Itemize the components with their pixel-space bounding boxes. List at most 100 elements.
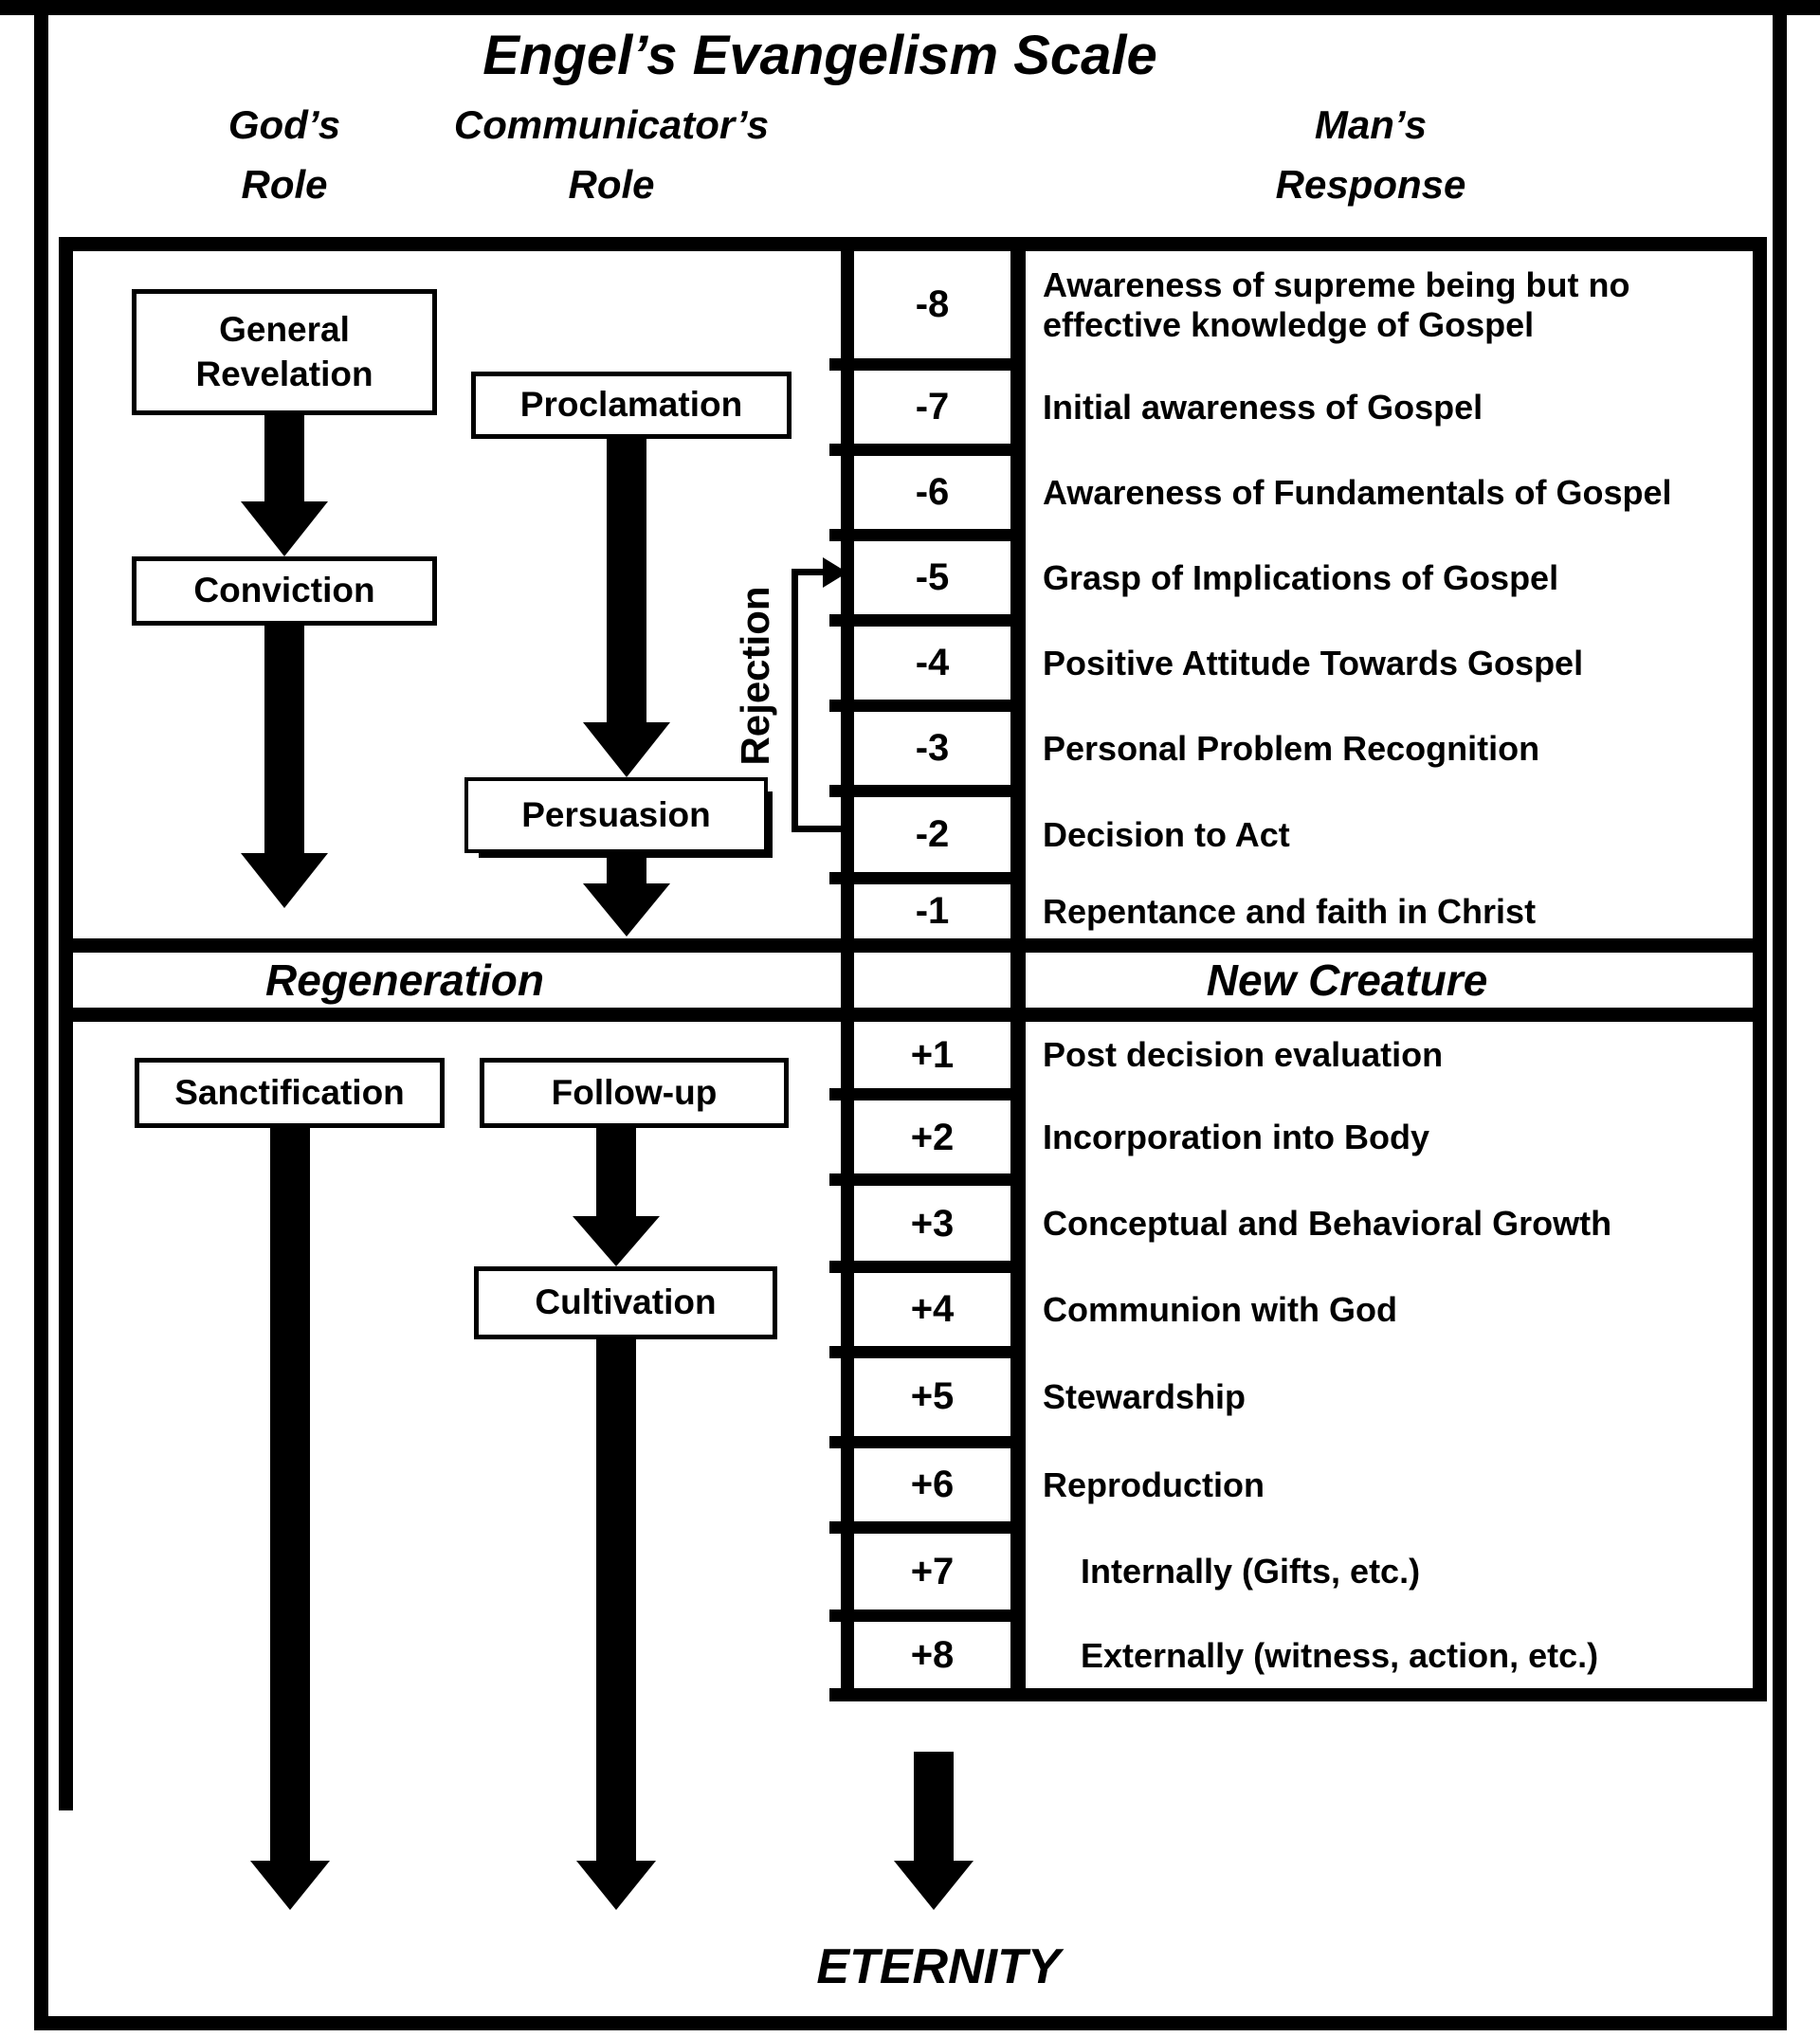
scale-value: +5 (910, 1375, 955, 1417)
regeneration-band-bottom-line (59, 1008, 1767, 1022)
column-header-gods-role: God’s Role (137, 95, 431, 214)
scale-value: +7 (910, 1550, 955, 1592)
regeneration-band: Regeneration (265, 955, 544, 1005)
header-line: Role (241, 162, 328, 207)
conviction-label: Conviction (193, 571, 375, 610)
scale-description: Reproduction (1043, 1464, 1265, 1504)
header-line: God’s (228, 102, 341, 147)
column-header-communicators-role: Communicator’s Role (389, 95, 834, 214)
follow-up-box: Follow-up (480, 1058, 789, 1128)
header-line: Role (568, 162, 655, 207)
scale-description: Repentance and faith in Christ (1043, 891, 1537, 931)
general-revelation-label-line2: Revelation (195, 354, 373, 393)
down-arrowhead-icon (583, 722, 670, 777)
down-arrowhead-icon (241, 501, 328, 556)
scale-separator (829, 1521, 1024, 1534)
scale-description: Awareness of Fundamentals of Gospel (1043, 472, 1672, 512)
scale-separator (829, 358, 1024, 371)
down-arrowhead-icon (241, 853, 328, 908)
scale-bottom-line (829, 1688, 1767, 1701)
proclamation-label: Proclamation (519, 385, 743, 425)
rejection-bracket-bottom (794, 826, 850, 832)
rejection-label: Rejection (733, 586, 777, 766)
sanctification-label: Sanctification (174, 1072, 405, 1112)
scale-separator (829, 444, 1024, 456)
down-arrowhead-icon (573, 1216, 660, 1266)
scale-separator (829, 1436, 1024, 1448)
content-right-line (1753, 237, 1767, 1701)
down-arrow-icon (596, 1339, 636, 1861)
scale-description: Conceptual and Behavioral Growth (1043, 1204, 1612, 1244)
scale-value: -3 (915, 727, 950, 769)
persuasion-label: Persuasion (521, 794, 711, 834)
down-arrowhead-icon (583, 883, 670, 937)
scale-separator (829, 785, 1024, 797)
down-arrow-icon (264, 415, 304, 501)
down-arrow-icon (607, 853, 646, 883)
cultivation-label: Cultivation (535, 1282, 717, 1322)
down-arrow-icon (264, 626, 304, 853)
scale-value: -8 (915, 283, 950, 325)
scale-separator (829, 614, 1024, 627)
sanctification-box: Sanctification (135, 1058, 445, 1128)
scale-column-left-line (841, 237, 854, 1701)
header-line: Man’s (1314, 102, 1428, 147)
rejection-bracket-top (798, 569, 823, 575)
scale-column-right-line (1010, 237, 1026, 1701)
scale-description: Initial awareness of Gospel (1043, 387, 1483, 427)
scale-value: +4 (910, 1288, 955, 1330)
scale-description: Incorporation into Body (1043, 1118, 1429, 1157)
scale-separator (829, 1261, 1024, 1273)
scale-description: Stewardship (1043, 1376, 1247, 1416)
down-arrowhead-icon (894, 1861, 974, 1910)
scale-value: -5 (915, 556, 950, 598)
content-left-line (59, 237, 73, 1810)
scale-value: +8 (910, 1634, 955, 1676)
scale-separator (829, 529, 1024, 541)
down-arrowhead-icon (250, 1861, 330, 1910)
conviction-box: Conviction (132, 556, 437, 626)
persuasion-box: Persuasion (464, 777, 768, 853)
scale-value: -1 (915, 890, 950, 932)
scale-description: Post decision evaluation (1043, 1035, 1444, 1075)
general-revelation-label-line1: General (219, 310, 350, 350)
scale-value: -4 (915, 642, 950, 683)
cultivation-box: Cultivation (474, 1266, 777, 1339)
header-line: Response (1275, 162, 1466, 207)
scale-separator (829, 1610, 1024, 1622)
general-revelation-box: General Revelation (132, 289, 437, 415)
scale-separator (829, 1346, 1024, 1358)
scale-value: -7 (915, 386, 950, 427)
scale-value: +6 (910, 1464, 955, 1505)
scale-separator (829, 1088, 1024, 1100)
scale-description: Grasp of Implications of Gospel (1043, 557, 1559, 597)
scale-separator (829, 1173, 1024, 1186)
scale-description: Communion with God (1043, 1289, 1397, 1329)
scale-description: Personal Problem Recognition (1043, 728, 1540, 768)
down-arrow-icon (607, 439, 646, 722)
scale-value: +2 (910, 1116, 955, 1158)
rejection-bracket-line (792, 569, 798, 832)
content-top-line (59, 237, 1767, 251)
follow-up-label: Follow-up (551, 1072, 718, 1112)
column-header-mans-response: Man’s Response (1134, 95, 1608, 214)
scale-separator (829, 872, 1024, 884)
outer-frame (34, 0, 1787, 2030)
proclamation-box: Proclamation (471, 372, 792, 439)
scale-description: Awareness of supreme being but no effect… (1043, 265, 1630, 344)
down-arrowhead-icon (576, 1861, 656, 1910)
page-title: Engel’s Evangelism Scale (482, 25, 1157, 86)
scale-description: Internally (Gifts, etc.) (1081, 1552, 1421, 1591)
down-arrow-icon (596, 1128, 636, 1216)
scale-value: +1 (910, 1033, 955, 1076)
down-arrow-icon (914, 1752, 954, 1861)
scale-value: -6 (915, 471, 950, 513)
scale-description: Decision to Act (1043, 814, 1290, 854)
rejection-arrowhead-icon (823, 557, 847, 588)
scale-value: -2 (915, 813, 950, 855)
new-creature-band: New Creature (1206, 955, 1488, 1005)
scale-value: +3 (910, 1202, 955, 1245)
down-arrow-icon (270, 1128, 310, 1861)
eternity-label: ETERNITY (816, 1939, 1061, 1994)
